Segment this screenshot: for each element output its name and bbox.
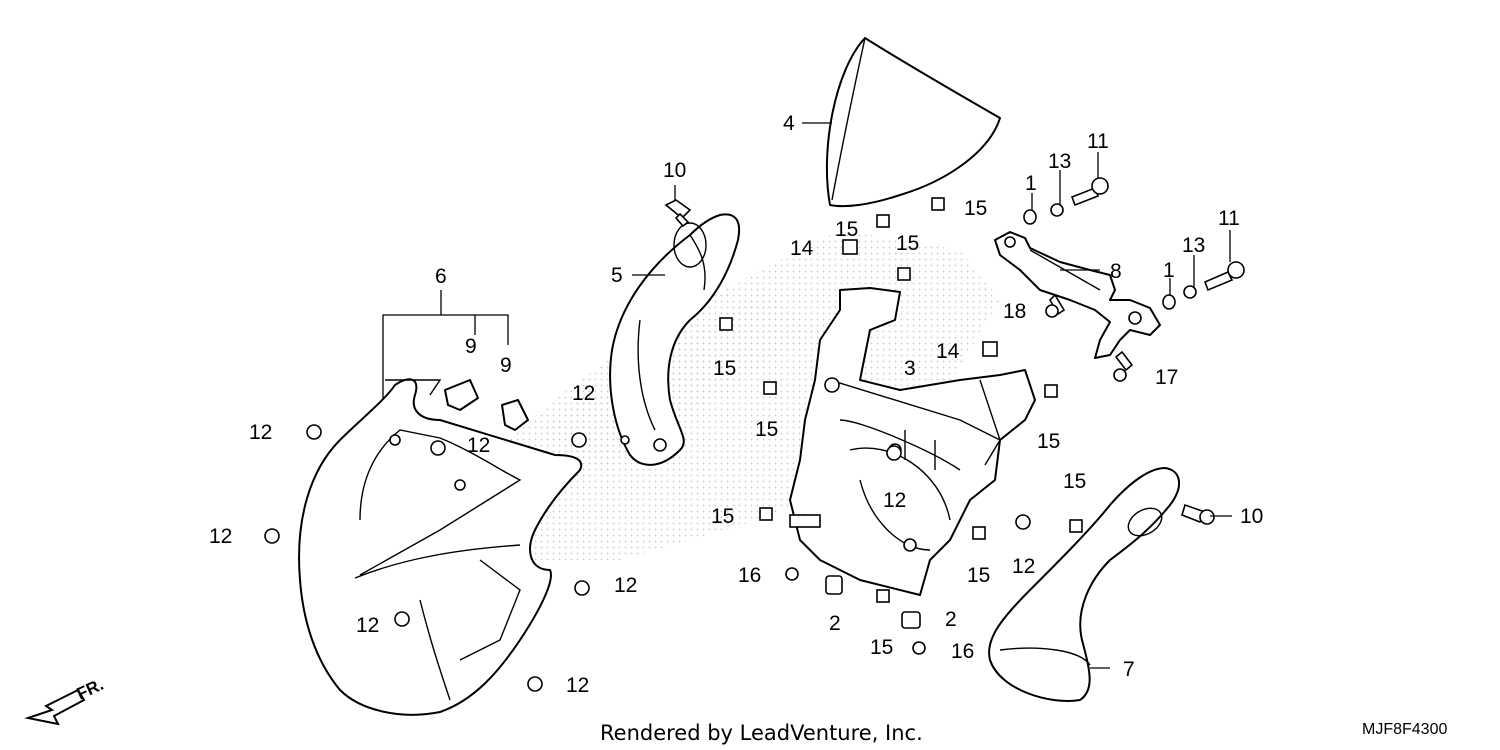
clip-15-h[interactable] bbox=[972, 526, 986, 540]
washer-13-upper[interactable] bbox=[1050, 203, 1064, 217]
clip-14-lower[interactable] bbox=[982, 341, 998, 357]
grommet-2-left[interactable] bbox=[825, 575, 843, 595]
callout-label: 12 bbox=[249, 421, 272, 444]
callout-label: 15 bbox=[964, 197, 987, 220]
washer-13-lower[interactable] bbox=[1183, 285, 1197, 299]
clip-15-g[interactable] bbox=[759, 507, 773, 521]
callout-label: 15 bbox=[896, 232, 919, 255]
callout-label: 7 bbox=[1123, 658, 1135, 681]
leader-lines bbox=[382, 122, 1232, 669]
clip-15-e[interactable] bbox=[763, 381, 777, 395]
inner-cover-right-part[interactable] bbox=[988, 467, 1180, 702]
bolt-10-right[interactable] bbox=[1181, 503, 1215, 525]
clip-15-d[interactable] bbox=[719, 317, 733, 331]
callout-label: 10 bbox=[1240, 505, 1263, 528]
callout-label: 12 bbox=[356, 614, 379, 637]
pad-part[interactable] bbox=[444, 379, 529, 431]
callout-label: 1 bbox=[1163, 259, 1175, 282]
screw-12-f[interactable] bbox=[574, 580, 590, 596]
clip-15-a[interactable] bbox=[876, 214, 890, 228]
inner-cover-left-part[interactable] bbox=[609, 213, 740, 466]
callout-label: 6 bbox=[435, 265, 447, 288]
callout-label: 3 bbox=[904, 357, 916, 380]
callout-label: 9 bbox=[465, 335, 477, 358]
clip-15-b[interactable] bbox=[931, 197, 945, 211]
screw-12-d[interactable] bbox=[394, 611, 410, 627]
nut-16-right[interactable] bbox=[912, 641, 926, 655]
screw-12-g[interactable] bbox=[527, 676, 543, 692]
callout-label: 15 bbox=[967, 564, 990, 587]
clip-14-upper[interactable] bbox=[842, 239, 858, 255]
bolt-10-top[interactable] bbox=[664, 199, 692, 228]
callout-label: 15 bbox=[835, 218, 858, 241]
callout-label: 5 bbox=[611, 264, 623, 287]
callout-label: 8 bbox=[1110, 260, 1122, 283]
screw-12-a[interactable] bbox=[306, 424, 322, 440]
diagram-code: MJF8F4300 bbox=[1362, 721, 1447, 738]
callout-label: 15 bbox=[870, 636, 893, 659]
callout-label: 11 bbox=[1087, 130, 1109, 153]
callout-label: 17 bbox=[1155, 366, 1178, 389]
callout-label: 13 bbox=[1048, 150, 1071, 173]
nut-16-left[interactable] bbox=[785, 567, 799, 581]
callout-label: 16 bbox=[738, 564, 761, 587]
callout-label: 12 bbox=[883, 489, 906, 512]
clip-15-i[interactable] bbox=[1069, 519, 1083, 533]
bolt-11-lower[interactable] bbox=[1203, 261, 1245, 292]
screw-12-i[interactable] bbox=[1015, 514, 1031, 530]
callout-label: 15 bbox=[1063, 470, 1086, 493]
clip-15-f[interactable] bbox=[1044, 384, 1058, 398]
grommet-2-right[interactable] bbox=[901, 611, 921, 629]
callout-label: 18 bbox=[1003, 300, 1026, 323]
windscreen-part[interactable] bbox=[825, 37, 1001, 208]
callout-label: 15 bbox=[711, 505, 734, 528]
callout-label: 2 bbox=[829, 612, 841, 635]
callout-label: 10 bbox=[663, 159, 686, 182]
callout-label: 11 bbox=[1218, 207, 1240, 230]
callout-label: 12 bbox=[572, 382, 595, 405]
bolt-17[interactable] bbox=[1113, 350, 1134, 382]
screw-12-b[interactable] bbox=[430, 440, 446, 456]
callout-label: 15 bbox=[713, 357, 736, 380]
bracket-part[interactable] bbox=[994, 231, 1161, 359]
front-cowl-part[interactable] bbox=[298, 378, 583, 716]
callout-label: 12 bbox=[467, 434, 490, 457]
clip-15-j[interactable] bbox=[876, 589, 890, 603]
screw-12-c[interactable] bbox=[264, 528, 280, 544]
callout-label: 14 bbox=[936, 340, 960, 363]
hardware-group bbox=[264, 177, 1245, 692]
clip-15-c[interactable] bbox=[897, 267, 911, 281]
callout-label: 16 bbox=[951, 640, 974, 663]
callout-label: 9 bbox=[500, 354, 512, 377]
callout-label: 15 bbox=[1037, 430, 1060, 453]
screw-12-e[interactable] bbox=[571, 432, 587, 448]
callout-labels: 1 1 2 2 3 4 5 6 7 8 9 9 10 10 11 11 12 1… bbox=[209, 112, 1263, 697]
cowl-stay-part[interactable] bbox=[789, 287, 1036, 596]
callout-label: 12 bbox=[614, 574, 637, 597]
collar-1-upper[interactable] bbox=[1023, 209, 1037, 225]
callout-label: 4 bbox=[783, 112, 795, 135]
callout-label: 1 bbox=[1025, 172, 1037, 195]
callout-label: 15 bbox=[755, 418, 778, 441]
callout-label: 12 bbox=[1012, 555, 1035, 578]
collar-1-lower[interactable] bbox=[1162, 294, 1176, 310]
callout-label: 14 bbox=[790, 237, 814, 260]
screw-12-h[interactable] bbox=[886, 445, 902, 461]
callout-label: 13 bbox=[1182, 234, 1205, 257]
callout-label: 12 bbox=[566, 674, 589, 697]
front-arrow-icon bbox=[24, 688, 86, 726]
bolt-11-upper[interactable] bbox=[1070, 177, 1109, 207]
callout-label: 2 bbox=[945, 608, 957, 631]
callout-label: 12 bbox=[209, 525, 232, 548]
footer-credit: Rendered by LeadVenture, Inc. bbox=[600, 721, 923, 745]
bolt-18[interactable] bbox=[1045, 293, 1066, 318]
front-direction-indicator: FR. bbox=[24, 675, 107, 726]
